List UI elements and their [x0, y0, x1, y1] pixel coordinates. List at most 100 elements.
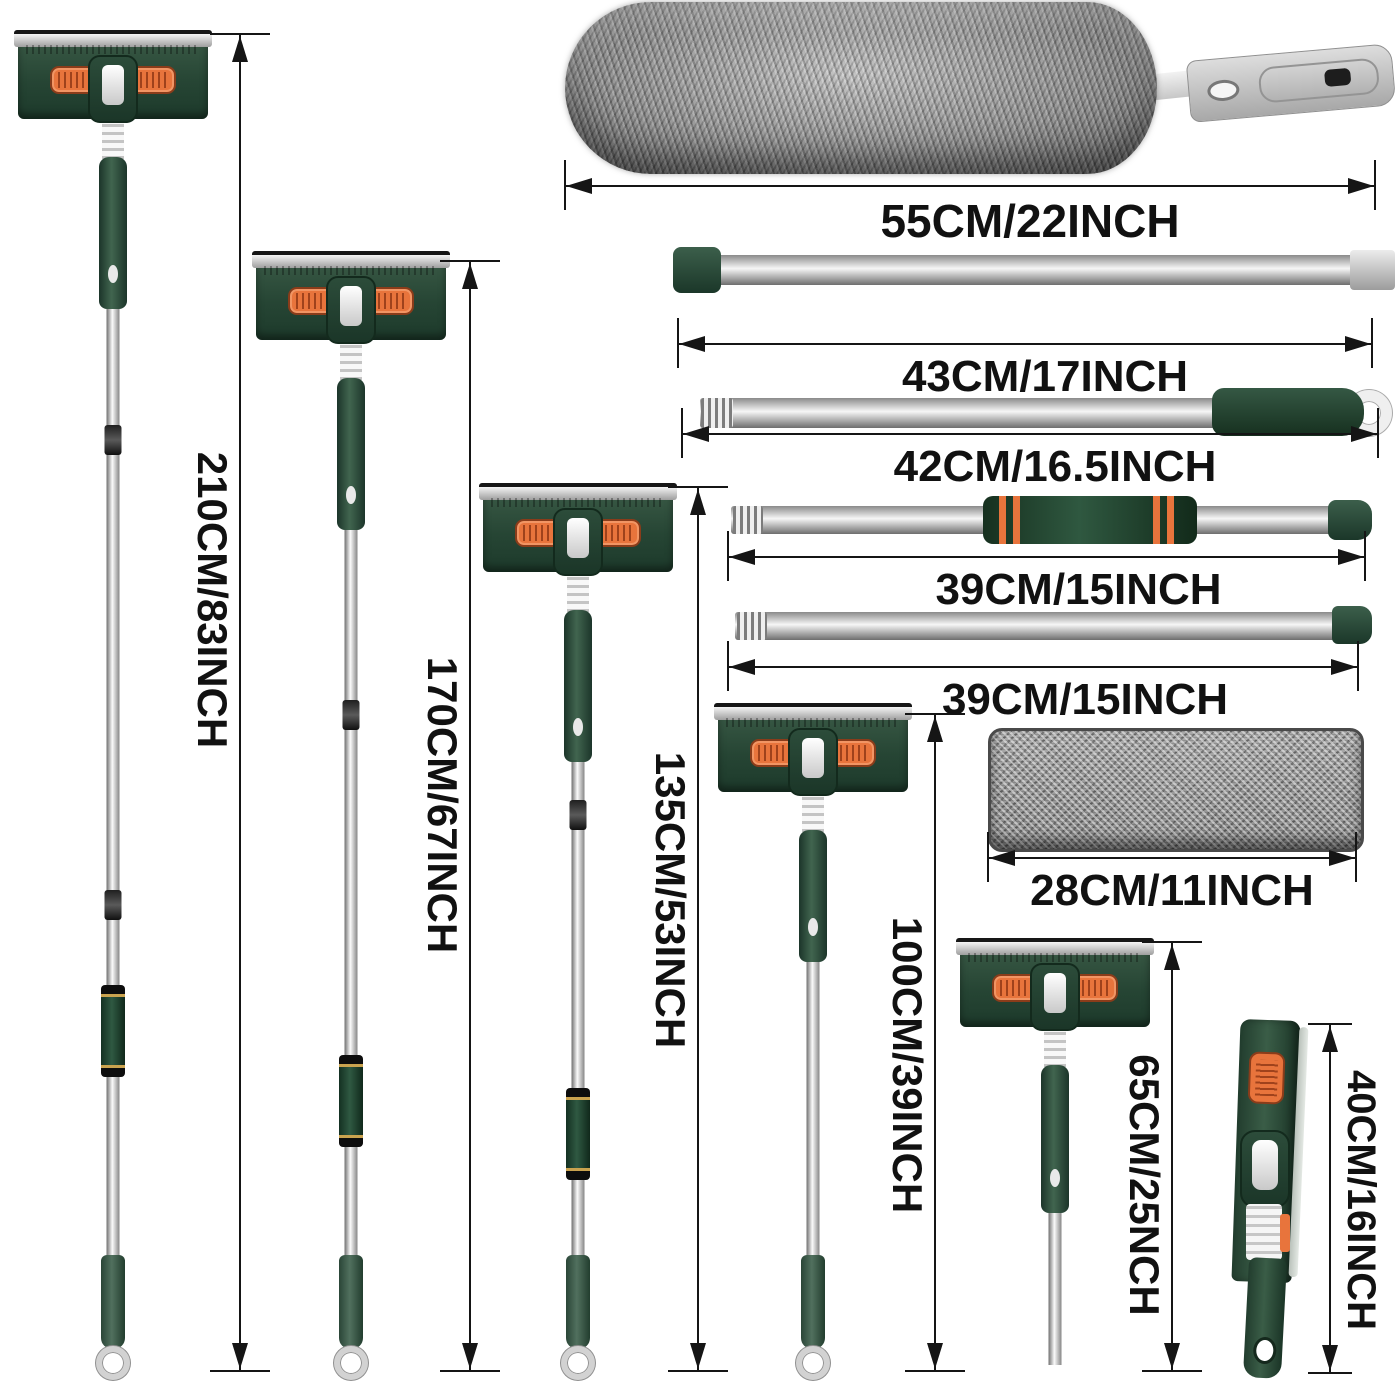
pole-foam-grip: [983, 496, 1197, 544]
up-arrowhead-icon: [927, 716, 943, 742]
brush-teeth: [491, 498, 665, 507]
dimension-line: [682, 433, 1378, 435]
mop-neck: [337, 378, 365, 530]
pole-handle-grip: [1212, 388, 1364, 436]
dimension-line: [1329, 1025, 1331, 1372]
tick-mark: [1142, 941, 1202, 943]
brush-teeth: [726, 718, 900, 727]
orange-tab: [1280, 1214, 1290, 1252]
dimension-label: 170CM/67INCH: [419, 656, 466, 954]
up-arrowhead-icon: [232, 36, 248, 62]
dimension-line: [239, 35, 241, 1370]
neck-collar: [340, 340, 362, 380]
tick-mark: [1308, 1372, 1352, 1374]
squeegee-strip: [714, 703, 912, 720]
tick-mark: [668, 486, 728, 488]
mop-neck: [99, 157, 127, 309]
down-arrowhead-icon: [462, 1343, 478, 1369]
head-pivot: [788, 728, 838, 796]
mop-head: [956, 938, 1154, 1031]
squeegee-strip: [252, 251, 450, 268]
tick-mark: [564, 160, 566, 210]
squeegee-blade: [1288, 1027, 1309, 1278]
mop-pole: [1048, 1211, 1062, 1365]
mop-65cm: [956, 938, 1154, 1370]
tick-mark: [905, 713, 965, 715]
left-arrowhead-icon: [989, 850, 1015, 866]
mop-pole: [571, 760, 585, 1258]
dimension-line: [934, 715, 936, 1370]
down-arrowhead-icon: [232, 1343, 248, 1369]
dimension-label: 42CM/16.5INCH: [893, 442, 1217, 491]
hanging-hole: [1206, 78, 1241, 103]
dimension-label: 43CM/17INCH: [901, 352, 1189, 401]
hanging-hook: [561, 1346, 595, 1380]
release-button: [1247, 1051, 1286, 1105]
up-arrowhead-icon: [462, 263, 478, 289]
dimension-line: [988, 857, 1356, 859]
pole-end-cap: [1332, 606, 1372, 644]
down-arrowhead-icon: [1164, 1343, 1180, 1369]
mop-handle: [339, 1255, 363, 1349]
down-arrowhead-icon: [690, 1343, 706, 1369]
pole-grip: [101, 985, 125, 1077]
dimension-line: [565, 185, 1375, 187]
squeegee-strip: [956, 938, 1154, 955]
hanging-hook: [334, 1346, 368, 1380]
tick-mark: [1355, 832, 1357, 882]
tick-mark: [727, 531, 729, 581]
neck-collar: [567, 572, 589, 612]
pole-grip: [566, 1088, 590, 1180]
dimension-line: [469, 262, 471, 1370]
tick-mark: [987, 832, 989, 882]
pole-grip: [339, 1055, 363, 1147]
extension-pole-42cm: [700, 398, 1230, 428]
extension-pole-43cm: [717, 255, 1355, 285]
neck-collar: [1044, 1027, 1066, 1067]
neck-collar: [1246, 1204, 1282, 1260]
dimension-label: 65CM/25NCH: [1121, 1054, 1168, 1316]
dimension-label: 135CM/53INCH: [647, 751, 694, 1049]
dimension-label: 28CM/11INCH: [1030, 866, 1314, 915]
tick-mark: [210, 1370, 270, 1372]
pole-ridges: [701, 398, 733, 428]
head-pivot: [553, 508, 603, 576]
pole-joint: [104, 425, 122, 455]
left-arrowhead-icon: [683, 426, 709, 442]
brush-teeth: [968, 953, 1142, 962]
tick-mark: [1364, 531, 1366, 581]
mop-head: [714, 703, 912, 796]
pole-ridges: [737, 612, 767, 640]
right-arrowhead-icon: [1329, 850, 1355, 866]
mop-handle: [566, 1255, 590, 1349]
tick-mark: [1374, 160, 1376, 210]
neck-collar: [102, 119, 124, 159]
dimension-label: 210CM/83INCH: [189, 451, 236, 749]
left-arrowhead-icon: [679, 336, 705, 352]
dimension-label: 39CM/15INCH: [941, 675, 1229, 724]
pole-end-cap: [673, 247, 721, 293]
mop-neck: [799, 830, 827, 962]
up-arrowhead-icon: [1164, 944, 1180, 970]
neck-collar: [802, 792, 824, 832]
pole-joint: [342, 700, 360, 730]
right-arrowhead-icon: [1351, 426, 1377, 442]
dimension-line: [728, 666, 1358, 668]
dimension-label: 39CM/15INCH: [935, 565, 1222, 614]
mop-pad: [988, 728, 1364, 852]
mop-pole: [806, 960, 820, 1255]
dimension-line: [697, 488, 699, 1370]
dimension-line: [728, 556, 1365, 558]
right-arrowhead-icon: [1348, 178, 1374, 194]
pole-ridges: [733, 506, 763, 534]
hanging-hook: [96, 1346, 130, 1380]
mop-head: [14, 30, 212, 123]
pole-end-cap: [1350, 250, 1395, 290]
dimension-line: [1171, 943, 1173, 1370]
mop-neck: [1041, 1065, 1069, 1213]
mop-135cm: [479, 483, 677, 1380]
tick-mark: [727, 641, 729, 691]
brush-teeth: [26, 45, 200, 54]
mop-170cm: [252, 251, 450, 1380]
